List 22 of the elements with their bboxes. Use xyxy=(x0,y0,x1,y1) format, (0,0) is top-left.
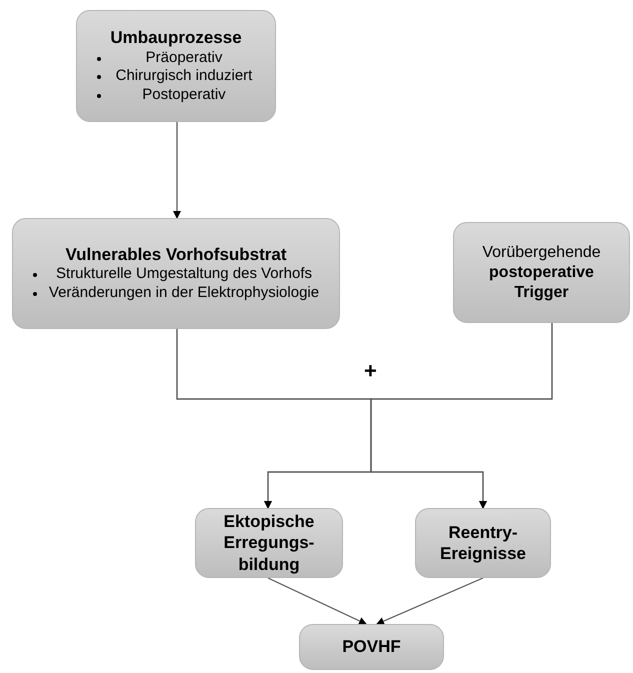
box-heading: Vulnerables Vorhofsubstrat xyxy=(65,244,287,266)
process-box xyxy=(299,624,444,670)
box-text: Vorübergehende postoperative Trigger xyxy=(481,242,602,302)
arrow xyxy=(268,577,367,625)
process-box xyxy=(12,218,340,329)
process-box xyxy=(76,10,276,122)
box-text: Reentry- Ereignisse xyxy=(439,522,527,564)
bullet-text: Strukturelle Umgestaltung des Vorhofs xyxy=(55,265,313,284)
arrow xyxy=(370,323,553,509)
bullet-text: Chirurgisch induziert xyxy=(114,67,254,86)
process-box xyxy=(453,222,630,323)
bullet-text: Veränderungen in der Elektrophysiologie xyxy=(48,284,320,303)
process-box xyxy=(195,508,343,578)
box-text: Ektopische Erregungs- bildung xyxy=(222,511,316,575)
box-heading: Umbauprozesse xyxy=(110,27,242,48)
bullet-text: Postoperativ xyxy=(141,86,227,105)
arrow xyxy=(173,122,181,219)
arrow xyxy=(376,577,484,625)
plus-sign: + xyxy=(364,357,377,385)
box-text: POVHF xyxy=(342,636,401,658)
process-box xyxy=(415,508,551,578)
bullet-text: Präoperativ xyxy=(144,48,224,68)
